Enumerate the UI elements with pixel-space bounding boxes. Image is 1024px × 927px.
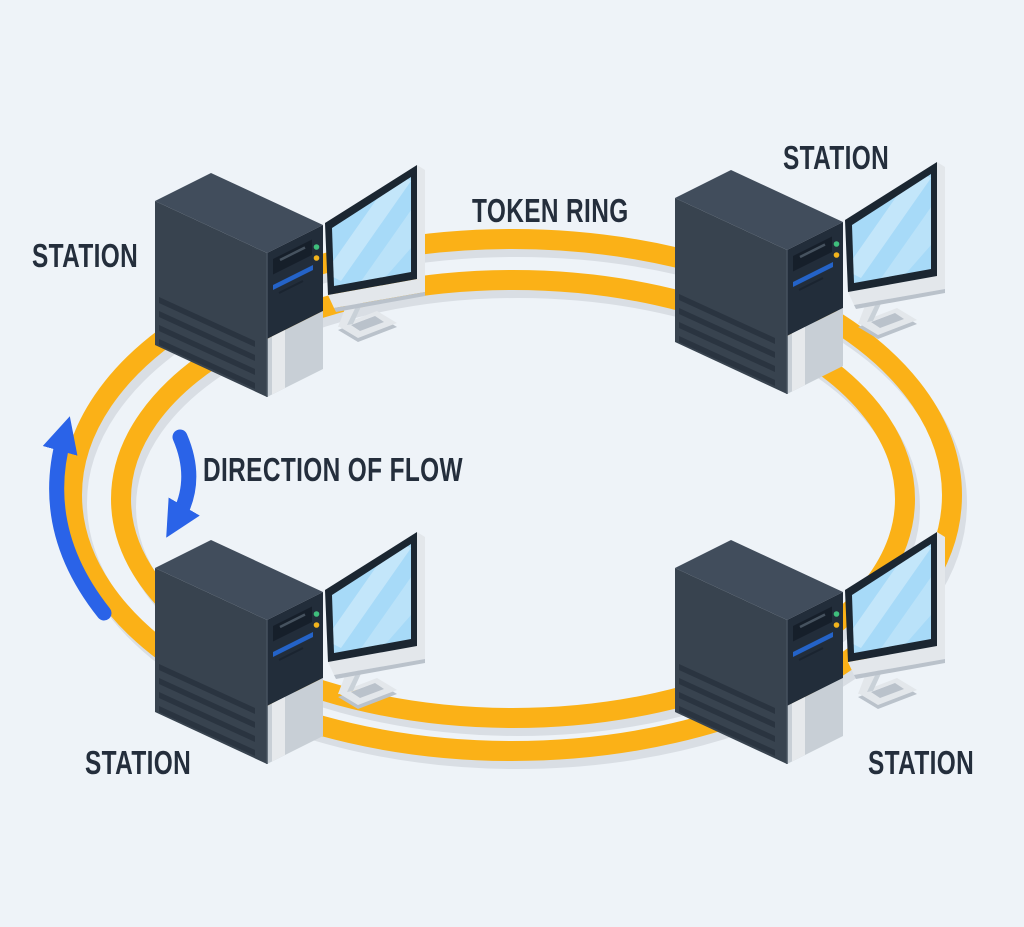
workstation-bottom-right-icon — [675, 532, 953, 764]
workstation-bottom-left-icon — [155, 532, 433, 764]
direction-of-flow-label: DIRECTION OF FLOW — [203, 451, 463, 488]
station-label-bottom-left: STATION — [85, 744, 192, 781]
token-ring-label: TOKEN RING — [472, 192, 629, 229]
flow-arrow-long-icon — [42, 416, 112, 621]
flow-arrow-short-icon — [166, 429, 200, 538]
station-label-bottom-right: STATION — [868, 744, 975, 781]
workstation-top-left-icon — [155, 165, 433, 397]
station-label-top-right: STATION — [783, 139, 890, 176]
token-ring-inner — [111, 270, 915, 728]
workstation-top-right-icon — [675, 162, 953, 394]
station-label-top-left: STATION — [32, 237, 139, 274]
token-ring-outer — [62, 229, 962, 761]
